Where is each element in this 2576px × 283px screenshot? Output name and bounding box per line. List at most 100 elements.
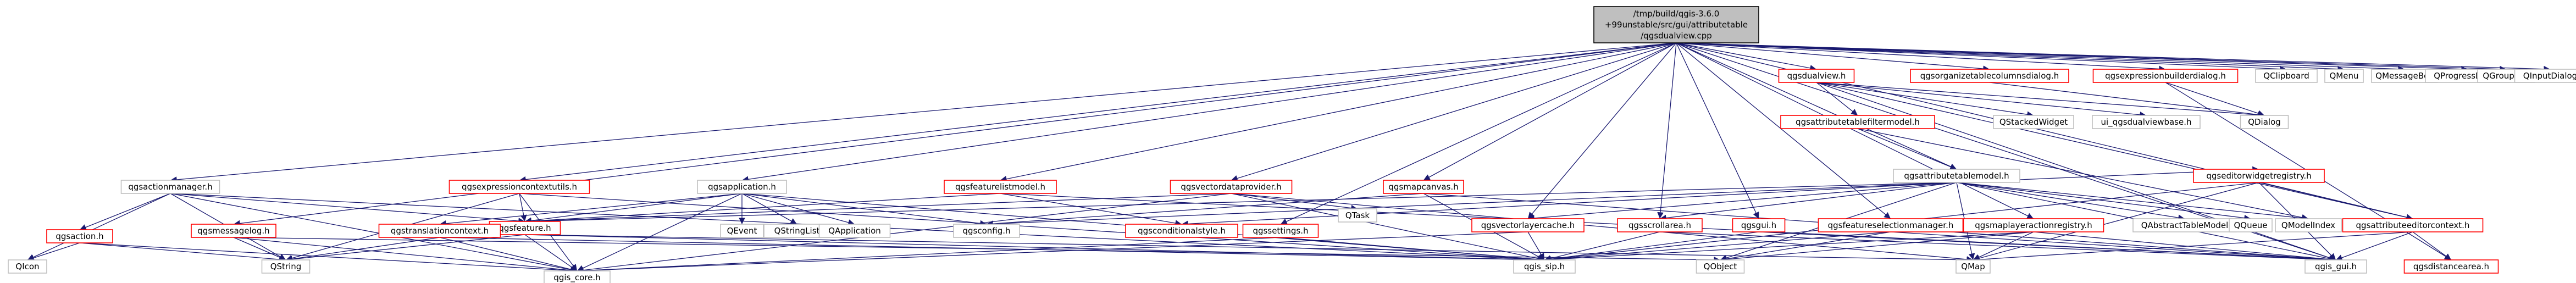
header-node-label: qgis_gui.h [2315,262,2357,272]
include-edge [1816,82,1858,116]
header-node-label: qgsconfig.h [962,226,1010,236]
include-edge [1676,42,1891,219]
header-node-qgsorganizetablecolumnsdialog[interactable]: qgsorganizetablecolumnsdialog.h [1910,69,2069,83]
header-node-qgis-core: qgis_core.h [544,270,611,283]
include-edge [233,237,286,260]
header-node-label: qgstranslationcontext.h [391,226,489,236]
header-node-qgssettings[interactable]: qgssettings.h [1242,224,1319,238]
include-edge [1231,193,1358,212]
include-edge [524,234,1974,263]
include-edge [1231,193,1974,263]
include-edge [1280,42,1677,225]
include-edge [27,193,171,260]
include-edge [439,193,743,227]
include-edge [1544,231,1759,263]
header-node-label: QDialog [2248,117,2281,127]
header-node-label: qgsvectorlayercache.h [1481,220,1575,230]
header-node-qgsconditionalstyle[interactable]: qgsconditionalstyle.h [1125,224,1238,238]
header-node-qgsmaplayeractionregistry[interactable]: qgsmaplayeractionregistry.h [1963,218,2104,232]
header-node-qgsattributetablemodel: qgsattributetablemodel.h [1893,169,2020,183]
header-node-qabstracttablemodel: QAbstractTableModel [2132,218,2237,232]
include-edge [1816,82,2147,118]
include-edge [79,242,286,263]
header-node-label: qgsexpressioncontextutils.h [462,182,577,192]
edges-layer [27,42,2551,274]
include-edge [233,42,1677,227]
header-node-qgsexpressionbuilderdialog[interactable]: qgsexpressionbuilderdialog.h [2092,69,2239,83]
header-node-qgsaction[interactable]: qgsaction.h [46,229,113,243]
header-node-label: QIcon [15,262,39,271]
include-edge [519,193,527,222]
include-edge [741,42,1677,183]
include-edge [1527,182,1957,221]
header-node-label: qgsfeaturelistmodel.h [955,182,1045,192]
header-node-qevent: QEvent [720,224,764,238]
header-node-label: qgsactionmanager.h [128,182,212,192]
header-node-qgsvectordataprovider[interactable]: qgsvectordataprovider.h [1170,180,1293,194]
include-edge [2033,231,2336,263]
header-node-label: QModelIndex [2281,220,2335,230]
header-node-label: qgsfeature.h [498,223,551,233]
header-node-qgseditorwidgetregistry[interactable]: qgseditorwidgetregistry.h [2193,169,2325,183]
header-node-qgsfeatureselectionmanager[interactable]: qgsfeatureselectionmanager.h [1818,218,1964,232]
include-edge [741,193,987,227]
header-node-qgsmessagelog[interactable]: qgsmessagelog.h [191,224,276,238]
header-node-label: ui_qgsdualviewbase.h [2101,117,2192,127]
header-node-label: qgsfeatureselectionmanager.h [1828,220,1954,230]
include-edge [524,234,1545,263]
header-node-qgstranslationcontext[interactable]: qgstranslationcontext.h [378,224,501,238]
header-node-qgis-sip: qgis_sip.h [1513,259,1576,274]
include-edge [1857,128,2309,221]
header-node-label: qgis_core.h [553,273,600,283]
include-edge [1720,231,1891,262]
root-file-label: /qgsdualview.cpp [1641,31,1712,41]
include-edge [1676,42,2034,219]
include-edge [1676,42,1957,170]
header-node-qmodelindex: QModelIndex [2275,218,2342,232]
include-edge [1816,82,2413,221]
header-node-qinputdialog: QInputDialog [2514,69,2576,83]
header-node-label: qgssettings.h [1253,226,1309,236]
header-node-qgsgui[interactable]: qgsgui.h [1732,218,1786,232]
include-edge [577,193,1232,274]
header-node-qgsfeature[interactable]: qgsfeature.h [489,221,561,235]
include-edge [741,193,855,226]
include-edge [524,182,1957,225]
include-edge [79,193,171,231]
header-node-qtask: QTask [1338,208,1377,223]
header-node-qgsdualview[interactable]: qgsdualview.h [1778,69,1855,83]
header-node-label: qgsdualview.h [1787,71,1846,81]
include-edge [1676,42,1759,219]
header-node-qgsscrollarea[interactable]: qgsscrollarea.h [1617,218,1703,232]
header-node-label: QApplication [828,226,881,236]
header-node-label: qgsorganizetablecolumnsdialog.h [1920,71,2059,81]
header-node-qgsattributeeditorcontext[interactable]: qgsattributeeditorcontext.h [2342,218,2484,232]
include-edge [1000,42,1677,182]
header-node-qgsapplication: qgsapplication.h [697,180,787,194]
header-node-qgsdistancearea[interactable]: qgsdistancearea.h [2403,259,2499,274]
header-node-qgsmapcanvas[interactable]: qgsmapcanvas.h [1383,180,1464,194]
include-edge [1659,182,1957,221]
include-edge [1676,42,2551,73]
header-node-qgsfeaturelistmodel[interactable]: qgsfeaturelistmodel.h [944,180,1057,194]
include-edge [79,242,578,274]
include-edge [577,193,743,271]
header-node-label: qgsaction.h [56,231,103,241]
header-node-label: QStringList [774,226,820,236]
header-node-qgsvectorlayercache[interactable]: qgsvectorlayercache.h [1471,218,1585,232]
header-node-label: qgis_sip.h [1524,262,1565,272]
header-node-qgsactionmanager: qgsactionmanager.h [120,180,220,194]
include-edge [741,193,797,225]
include-edge [524,234,578,271]
include-edge [519,193,1545,263]
include-edge [1973,231,2413,263]
include-edge [1676,42,2287,73]
header-node-qgsattributetablefiltermodel[interactable]: qgsattributetablefiltermodel.h [1780,115,1935,129]
header-node-label: qgsmapcanvas.h [1388,182,1458,192]
header-node-qclipboard: QClipboard [2255,69,2318,83]
header-node-label: QMap [1961,262,1985,271]
include-edge [519,42,1677,183]
include-edge [1544,231,2034,263]
header-node-qgsexpressioncontextutils[interactable]: qgsexpressioncontextutils.h [448,180,590,194]
